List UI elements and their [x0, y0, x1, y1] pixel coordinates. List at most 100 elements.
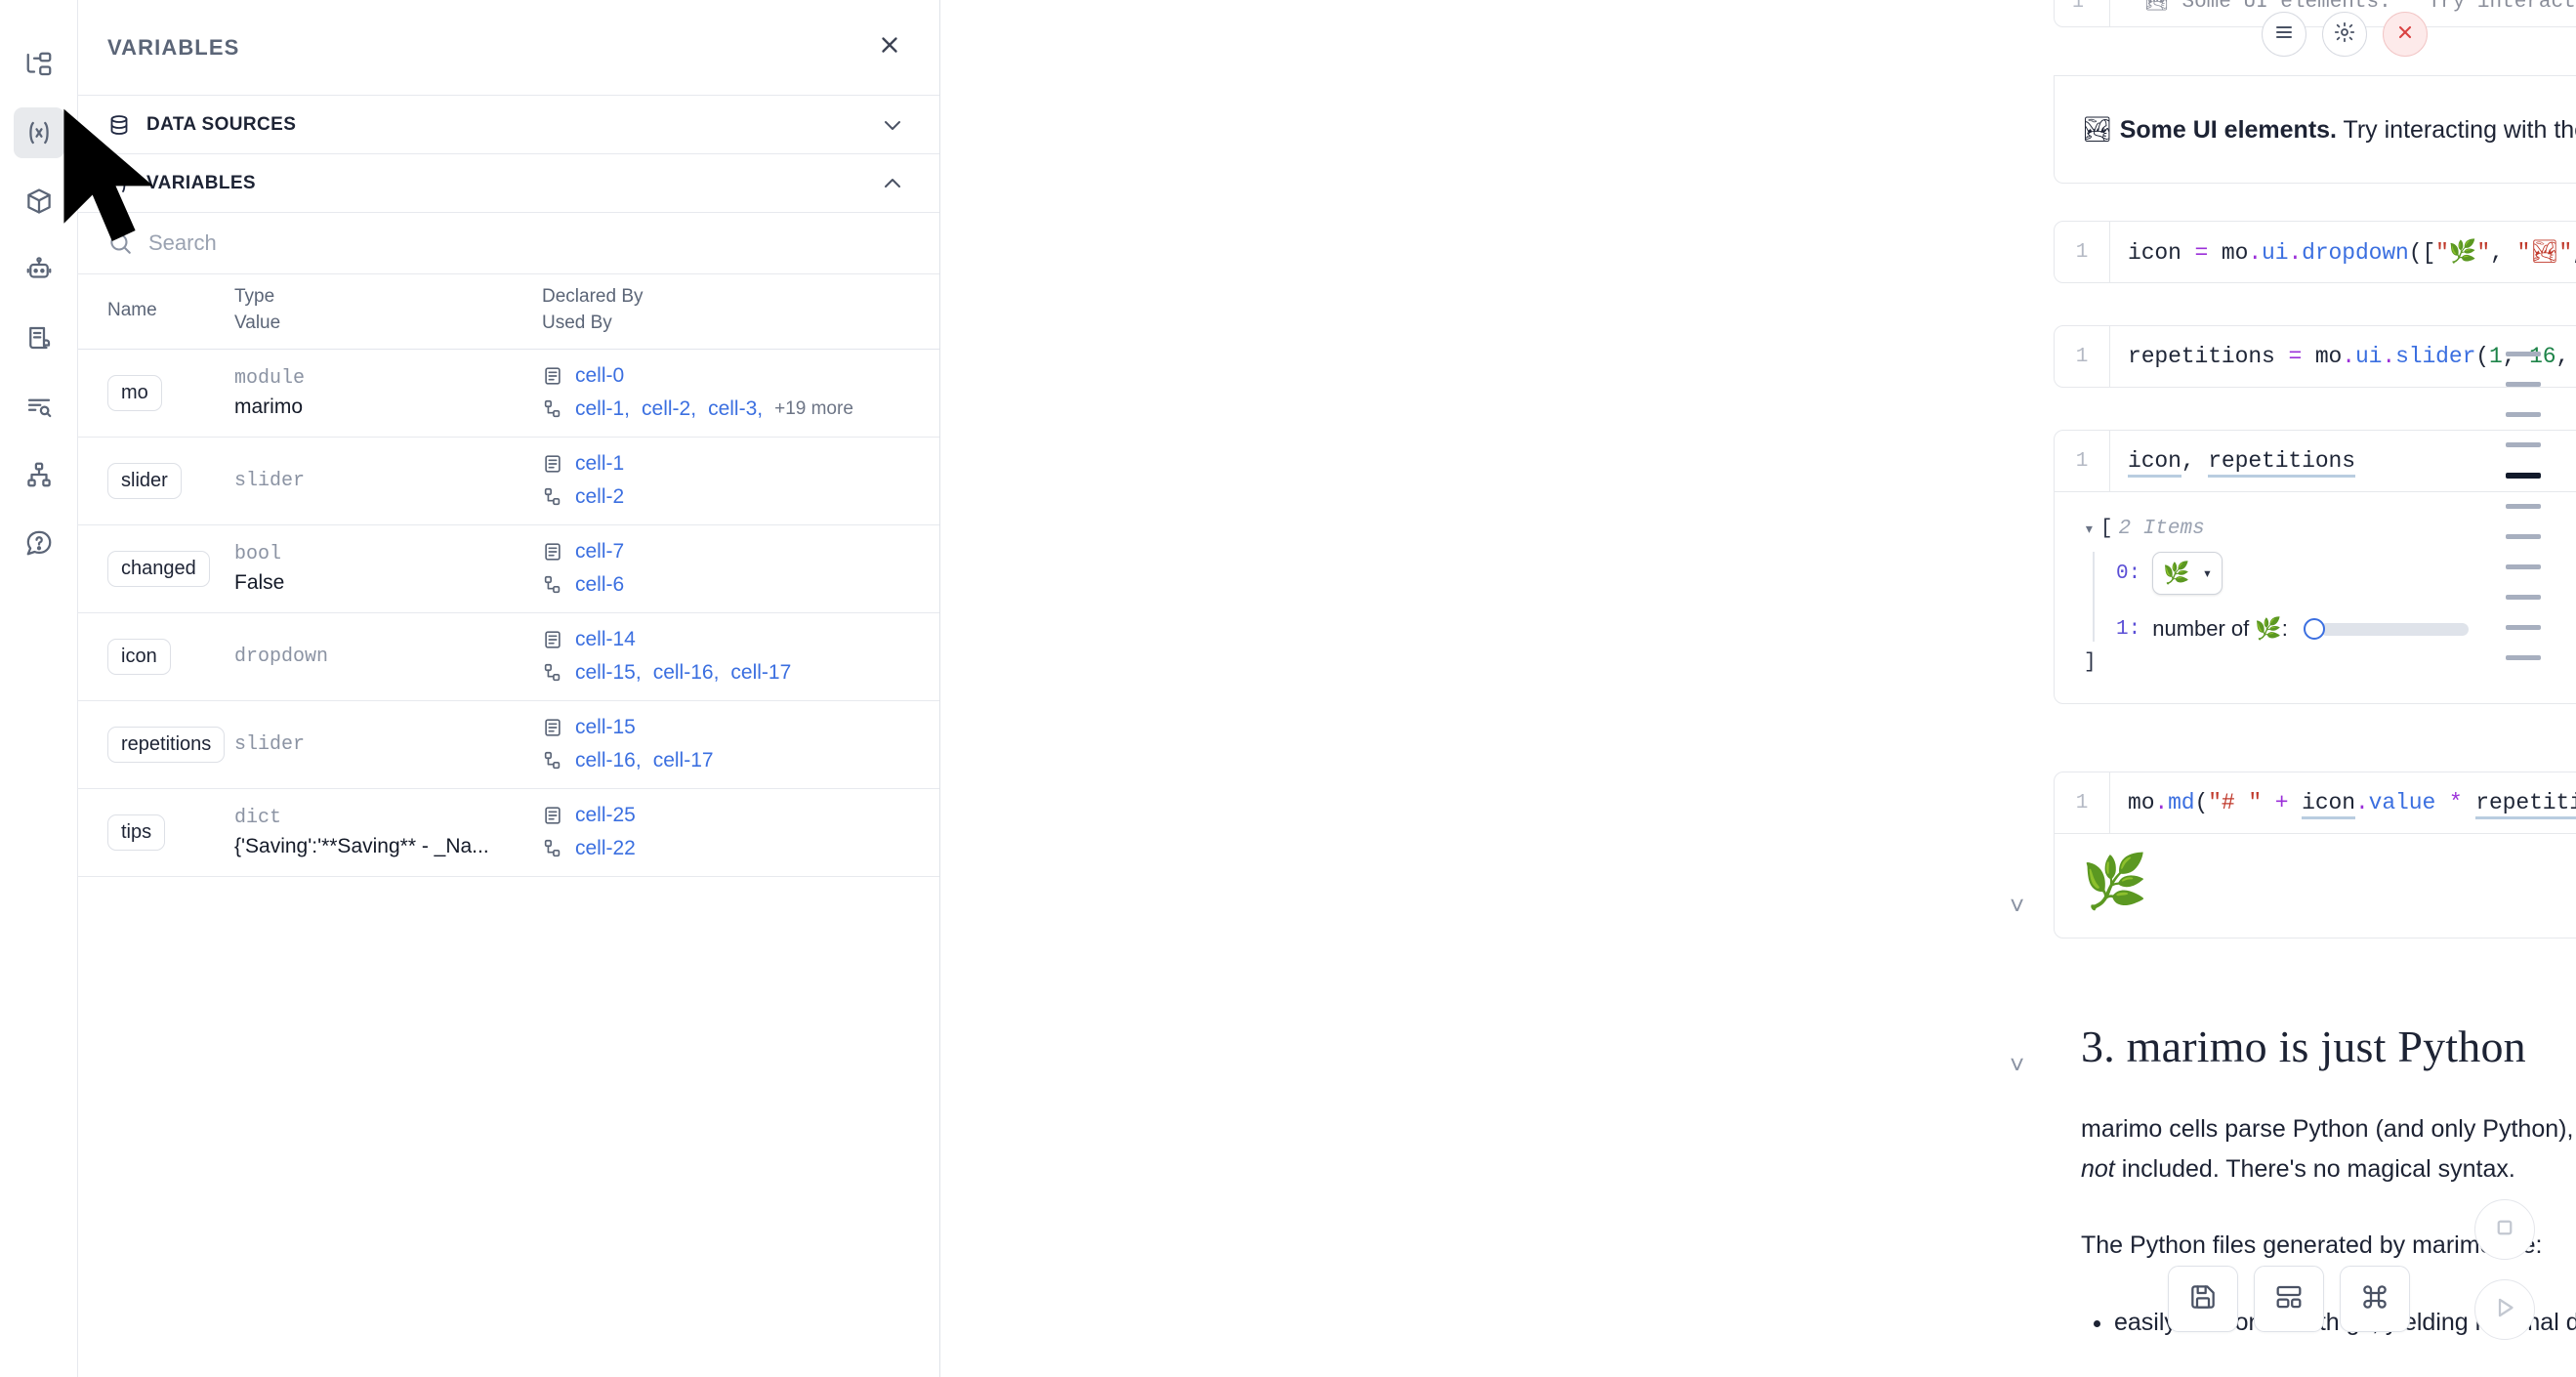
- rail-item-packages[interactable]: [14, 176, 64, 227]
- rail-item-scratchpad[interactable]: [14, 313, 64, 363]
- section-data-sources[interactable]: DATA SOURCES: [78, 96, 939, 154]
- cell-link[interactable]: cell-7: [575, 540, 625, 563]
- cell-link[interactable]: cell-25: [575, 804, 636, 827]
- minimap-bar[interactable]: [2506, 352, 2541, 356]
- cell-icon-definition[interactable]: 1 icon = mo.ui.dropdown(["🌿", "🏞", "✨"],…: [2054, 221, 2576, 283]
- rail-item-file-explorer[interactable]: [14, 39, 64, 90]
- bottom-toolbar: [2168, 1266, 2410, 1332]
- variables-panel: VARIABLES DATA SOURCES: [78, 0, 940, 1377]
- cell-link[interactable]: cell-1,: [575, 397, 631, 421]
- cell-link[interactable]: cell-16,: [575, 749, 642, 772]
- list-item-index: 1:: [2116, 617, 2141, 641]
- items-count-label: 2 Items: [2118, 518, 2205, 540]
- slider-input[interactable]: [2303, 618, 2469, 640]
- slider-track[interactable]: [2319, 622, 2469, 636]
- cell-link[interactable]: cell-2,: [642, 397, 697, 421]
- rail-item-logs[interactable]: [14, 381, 64, 432]
- collapse-section-icon[interactable]: ˅: [2010, 1050, 2025, 1079]
- cell-settings-button[interactable]: [2322, 12, 2367, 57]
- variable-name-chip[interactable]: repetitions: [107, 726, 226, 763]
- command-palette-button[interactable]: [2340, 1266, 2410, 1332]
- minimap-bar[interactable]: [2506, 382, 2541, 387]
- close-icon: [2393, 21, 2417, 49]
- variable-name-chip[interactable]: mo: [107, 374, 162, 411]
- cell-link[interactable]: cell-3,: [708, 397, 764, 421]
- cell-link[interactable]: cell-17: [652, 749, 714, 772]
- delete-cell-button[interactable]: [2383, 12, 2428, 57]
- rail-item-variables[interactable]: [13, 107, 64, 158]
- cell-link[interactable]: cell-16,: [652, 661, 720, 685]
- minimap-bar[interactable]: [2506, 412, 2541, 417]
- cell-link[interactable]: cell-6: [575, 573, 625, 597]
- minimap-bar[interactable]: [2506, 595, 2541, 600]
- variable-name-cell: slider: [78, 462, 234, 499]
- cell-link[interactable]: cell-15,: [575, 661, 642, 685]
- used-by-line: cell-22: [542, 837, 926, 860]
- section-data-sources-label: DATA SOURCES: [146, 113, 297, 135]
- slider-handle[interactable]: [2303, 618, 2325, 640]
- rail-item-dependency-graph[interactable]: [14, 449, 64, 500]
- section-variables[interactable]: VARIABLES: [78, 154, 939, 213]
- cell-repetitions-definition[interactable]: 1 repetitions = mo.ui.slider(1, 16, labe…: [2054, 325, 2576, 388]
- code-gutter: [2109, 326, 2110, 387]
- more-cells-label[interactable]: +19 more: [774, 398, 853, 420]
- dropdown-input[interactable]: 🌿 ▾: [2152, 552, 2223, 595]
- minimap-bar[interactable]: [2506, 534, 2541, 539]
- variable-type: bool: [234, 542, 282, 565]
- close-panel-button[interactable]: [875, 33, 904, 63]
- interrupt-button[interactable]: [2474, 1199, 2535, 1260]
- code-text-display: icon, repetitions: [2128, 448, 2355, 478]
- collapse-cell-md-icon[interactable]: ˅: [2010, 891, 2025, 920]
- stop-icon: [2490, 1213, 2519, 1247]
- cell-link[interactable]: cell-14: [575, 628, 636, 651]
- line-number: 1: [2075, 791, 2089, 814]
- variable-name-chip[interactable]: icon: [107, 638, 171, 675]
- minimap-bar[interactable]: [2506, 504, 2541, 509]
- cell-link[interactable]: cell-2: [575, 485, 625, 509]
- cell-md-render[interactable]: 1 mo.md("# " + icon.value * repetitions.…: [2054, 772, 2576, 939]
- command-icon: [2359, 1281, 2390, 1317]
- variable-name-chip[interactable]: slider: [107, 462, 182, 499]
- minimap-bar[interactable]: [2506, 655, 2541, 660]
- cell-link[interactable]: cell-17: [730, 661, 792, 685]
- minimap-bar-current[interactable]: [2506, 473, 2541, 479]
- rail-item-help[interactable]: [14, 518, 64, 568]
- minimap-bar[interactable]: [2506, 442, 2541, 447]
- cell-link[interactable]: cell-15: [575, 716, 636, 739]
- minimap-bar[interactable]: [2506, 625, 2541, 630]
- chevron-down-icon[interactable]: ▾: [2084, 520, 2095, 540]
- cell-link[interactable]: cell-0: [575, 364, 625, 388]
- rail-item-assistant[interactable]: [14, 244, 64, 295]
- search-input[interactable]: [148, 230, 910, 256]
- used-by-line: cell-16, cell-17: [542, 749, 926, 772]
- scratchpad-icon: [24, 323, 54, 353]
- save-button[interactable]: [2168, 1266, 2238, 1332]
- cell-link[interactable]: cell-1: [575, 452, 625, 476]
- minimap-bar[interactable]: [2506, 564, 2541, 569]
- run-controls: [2474, 1199, 2535, 1340]
- notebook-minimap[interactable]: [2506, 352, 2541, 660]
- cell-markdown-source[interactable]: 1 ""🏞 Some UI elements."" Try interactin…: [2054, 0, 2576, 27]
- paragraph-part-a: marimo cells parse Python (and only Pyth…: [2081, 1115, 2576, 1143]
- list-output-header[interactable]: ▾ [ 2 Items: [2084, 518, 2576, 540]
- variable-name-chip[interactable]: changed: [107, 550, 210, 587]
- declared-by-line: cell-1: [542, 452, 926, 476]
- column-header-type: Type: [234, 286, 275, 307]
- variable-name-chip[interactable]: tips: [107, 814, 166, 851]
- paragraph-part-b: included. There's no magical syntax.: [2114, 1154, 2515, 1183]
- cell-display-elements[interactable]: 1 icon, repetitions ▾ [ 2 Items 0:: [2054, 430, 2576, 704]
- run-button[interactable]: [2474, 1279, 2535, 1340]
- layout-button[interactable]: [2254, 1266, 2324, 1332]
- declared-by-line: cell-7: [542, 540, 926, 563]
- cell-link[interactable]: cell-22: [575, 837, 636, 860]
- help-icon: [24, 528, 54, 558]
- dropdown-value: 🌿: [2163, 561, 2190, 586]
- cell-menu-button[interactable]: [2262, 12, 2306, 57]
